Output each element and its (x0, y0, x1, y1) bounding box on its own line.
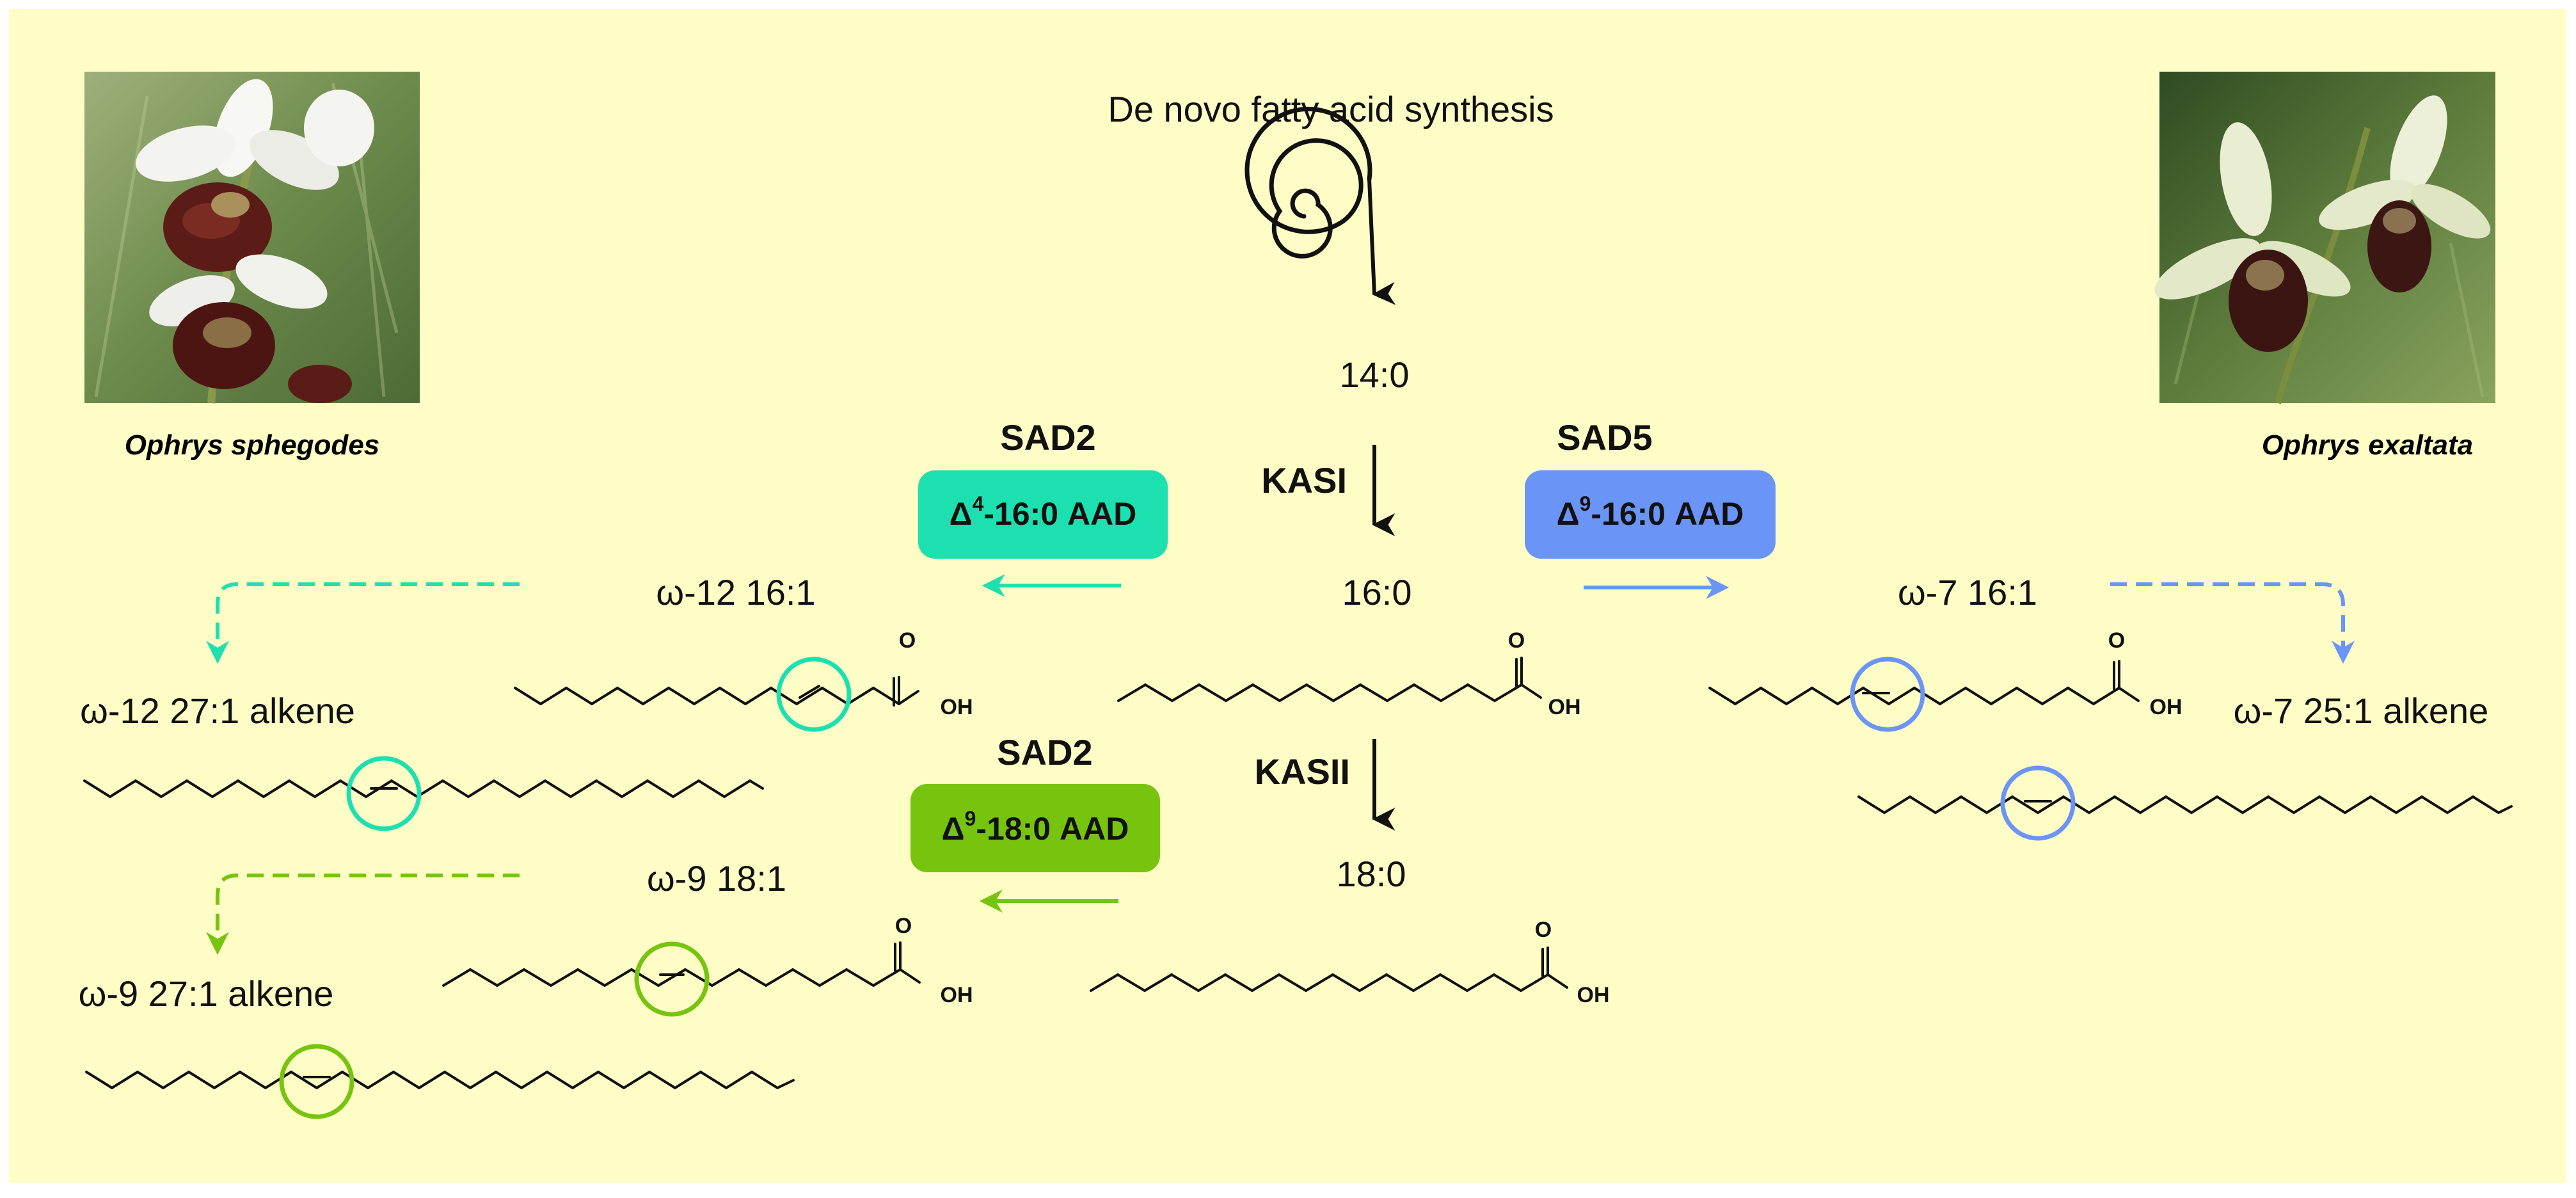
structure-16-0: O OH (1117, 628, 1581, 719)
dashed-arrow-w7-alkene (2110, 582, 2355, 664)
label-16-0: 16:0 (1342, 572, 1412, 612)
enzyme-label: -16:0 AAD (983, 496, 1136, 532)
delta-symbol: Δ (1557, 496, 1580, 532)
dashed-arrow-w12-alkene (206, 582, 520, 664)
structure-w12-16-1: O OH (514, 628, 973, 732)
enzyme-name-sad5: SAD5 (1557, 417, 1652, 458)
svg-text:Δ4-16:0 AAD: Δ4-16:0 AAD (950, 492, 1137, 532)
atom-oh: OH (941, 983, 973, 1007)
label-w12-acid: ω-12 16:1 (656, 572, 815, 612)
double-bond-highlight (776, 657, 852, 732)
orchid-photo-right (2154, 72, 2495, 404)
atom-o: O (899, 628, 916, 653)
enzyme-box-sad2-delta4: Δ4-16:0 AAD (918, 470, 1168, 559)
label-w12-alkene: ω-12 27:1 alkene (80, 691, 355, 731)
label-14-0: 14:0 (1340, 355, 1410, 395)
label-w7-alkene: ω-7 25:1 alkene (2234, 691, 2489, 731)
label-kasi: KASI (1261, 460, 1347, 500)
double-bond-highlight (346, 756, 422, 831)
species-label-left: Ophrys sphegodes (125, 429, 380, 461)
atom-o: O (1508, 628, 1525, 653)
dashed-arrow-w9-alkene (206, 874, 520, 955)
structure-w9-alkene (85, 1044, 795, 1119)
double-bond-highlight (634, 941, 710, 1017)
svg-text:Δ9-18:0 AAD: Δ9-18:0 AAD (942, 807, 1129, 847)
delta-symbol: Δ (950, 496, 973, 532)
delta-superscript: 4 (973, 492, 984, 515)
structure-w9-18-1: O OH (442, 914, 973, 1017)
enzyme-label: -18:0 AAD (976, 811, 1129, 847)
atom-o: O (1535, 918, 1552, 942)
label-w7-acid: ω-7 16:1 (1898, 572, 2037, 612)
double-bond-highlight (279, 1044, 354, 1119)
orchid-photo-left (84, 72, 420, 404)
label-18-0: 18:0 (1337, 854, 1406, 894)
svg-text:Δ9-16:0 AAD: Δ9-16:0 AAD (1557, 492, 1744, 532)
enzyme-name-sad2-bottom: SAD2 (997, 732, 1092, 772)
atom-oh: OH (1548, 695, 1581, 719)
label-kasii: KASII (1255, 751, 1350, 792)
atom-oh: OH (941, 695, 973, 719)
atom-oh: OH (2150, 695, 2182, 719)
structure-w7-16-1: O OH (1708, 628, 2182, 732)
label-w9-acid: ω-9 18:1 (647, 858, 786, 898)
enzyme-box-sad2-delta9: Δ9-18:0 AAD (910, 784, 1160, 872)
atom-oh: OH (1577, 983, 1610, 1007)
spiral-icon (1244, 106, 1396, 305)
delta-superscript: 9 (1580, 492, 1591, 515)
structure-w7-alkene (1857, 765, 2513, 841)
structure-18-0: O OH (1090, 918, 1610, 1007)
label-w9-alkene: ω-9 27:1 alkene (79, 973, 334, 1014)
atom-o: O (895, 914, 912, 938)
structure-w12-alkene (83, 756, 764, 831)
delta-symbol: Δ (942, 811, 965, 847)
enzyme-label: -16:0 AAD (1591, 496, 1744, 532)
diagram-background (9, 9, 2566, 1183)
delta-superscript: 9 (965, 807, 976, 830)
enzyme-box-sad5-delta9: Δ9-16:0 AAD (1525, 470, 1776, 559)
title: De novo fatty acid synthesis (1108, 89, 1554, 129)
double-bond-highlight (1850, 657, 1925, 732)
double-bond-highlight (2000, 765, 2076, 841)
atom-o: O (2108, 628, 2125, 653)
species-label-right: Ophrys exaltata (2262, 429, 2473, 461)
enzyme-name-sad2-top: SAD2 (1000, 417, 1095, 458)
